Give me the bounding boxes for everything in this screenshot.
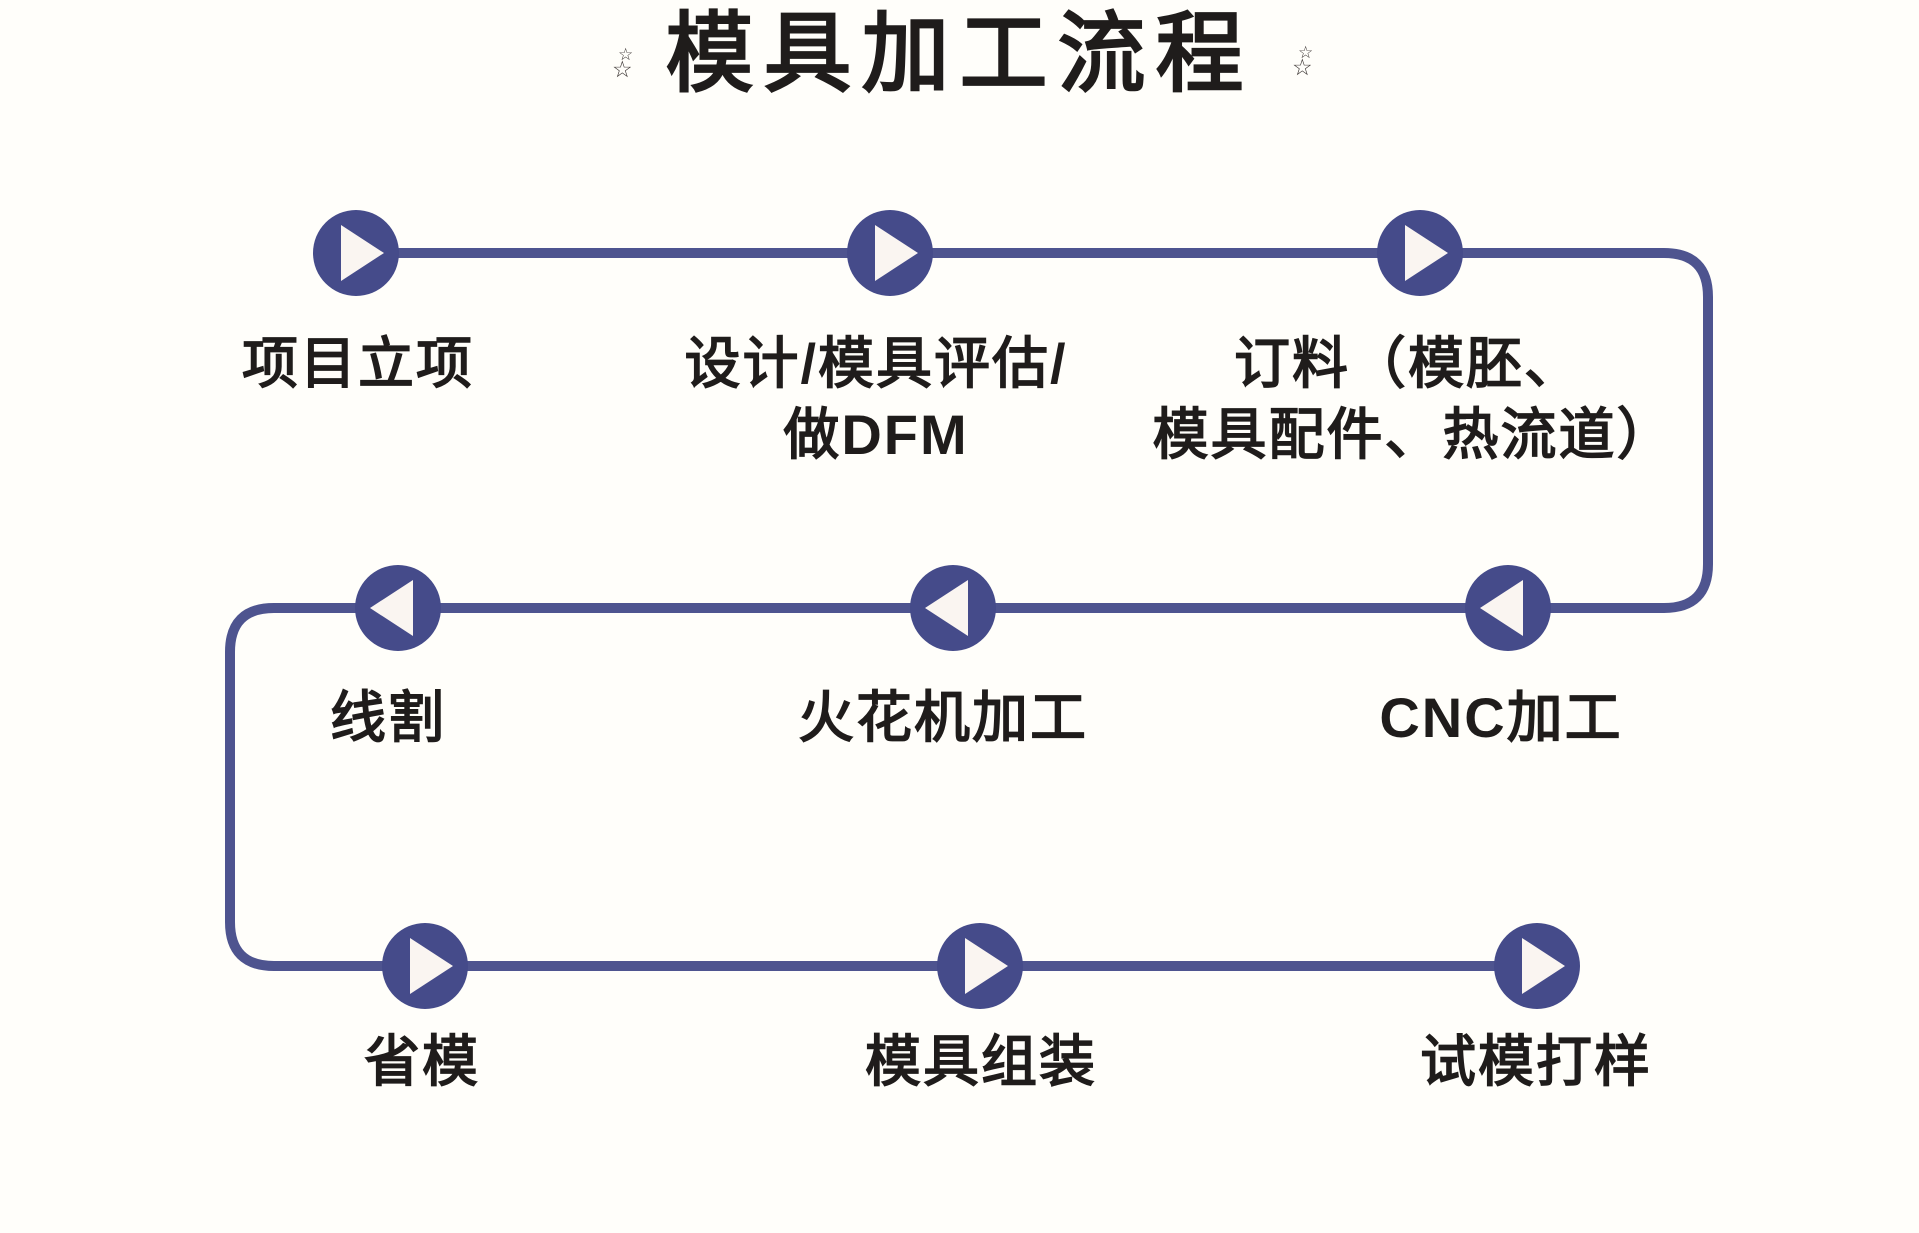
step-node-mold-assembly (937, 923, 1023, 1009)
arrow-left-icon (1480, 580, 1523, 636)
arrow-left-icon (370, 580, 413, 636)
arrow-left-icon (925, 580, 968, 636)
step-node-material-order (1377, 210, 1463, 296)
arrow-right-icon (965, 938, 1008, 994)
star-icon: ☆ (612, 56, 633, 82)
step-label-mold-polishing: 省模 (364, 1030, 480, 1093)
arrow-right-icon (410, 938, 453, 994)
arrow-right-icon (1522, 938, 1565, 994)
step-label-wire-cutting: 线割 (330, 686, 446, 749)
star-icon: ☆ (1292, 54, 1313, 80)
step-node-edm-machining (910, 565, 996, 651)
step-node-cnc-machining (1465, 565, 1551, 651)
step-label-cnc-machining: CNC加工 (1379, 686, 1623, 749)
right-stars-decoration: ☆ ☆ (1292, 44, 1332, 104)
step-label-design-dfm: 设计/模具评估/ 做DFM (684, 332, 1068, 466)
step-label-mold-assembly: 模具组装 (865, 1030, 1097, 1093)
arrow-right-icon (341, 225, 384, 281)
step-node-mold-polishing (382, 923, 468, 1009)
star-icon: ☆ (1298, 43, 1314, 62)
step-label-edm-machining: 火花机加工 (798, 686, 1088, 749)
star-icon: ☆ (618, 45, 634, 64)
step-label-material-order: 订料（模胚、 模具配件、热流道） (1152, 332, 1675, 466)
arrow-right-icon (875, 225, 918, 281)
page-title: 模具加工流程 (665, 4, 1254, 103)
left-stars-decoration: ☆ ☆ (612, 46, 652, 106)
step-node-trial-molding (1494, 923, 1580, 1009)
step-node-design-dfm (847, 210, 933, 296)
step-node-project-initiation (313, 210, 399, 296)
step-label-project-initiation: 项目立项 (242, 332, 474, 395)
arrow-right-icon (1405, 225, 1448, 281)
step-node-wire-cutting (355, 565, 441, 651)
step-label-trial-molding: 试模打样 (1420, 1030, 1652, 1093)
